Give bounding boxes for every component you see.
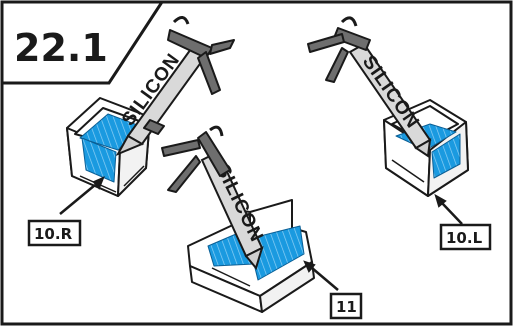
part-label-left: 10.L xyxy=(446,229,483,247)
part-label-right: 10.R xyxy=(34,225,73,243)
part-label-center: 11 xyxy=(336,298,357,316)
step-number: 22.1 xyxy=(14,26,108,70)
